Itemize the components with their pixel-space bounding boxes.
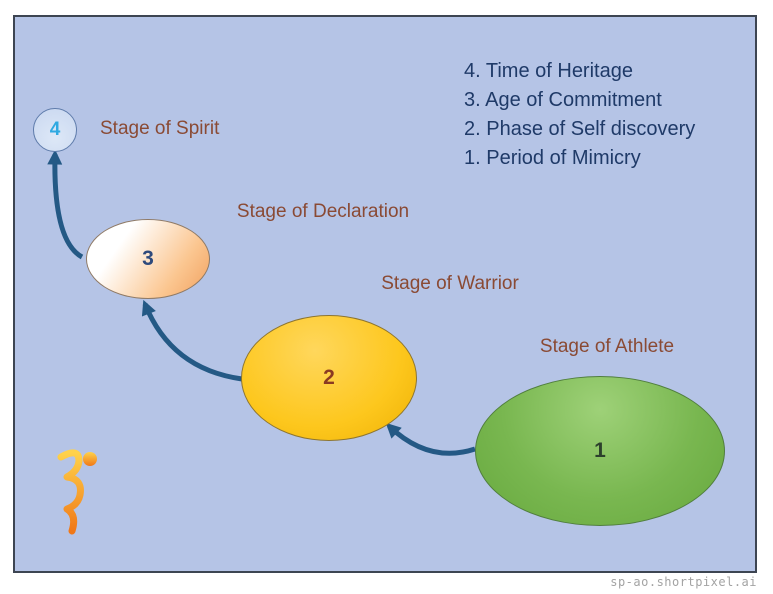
arrow-stage3-to-stage4: [47, 149, 84, 260]
legend: 4. Time of Heritage 3. Age of Commitment…: [464, 57, 695, 173]
stage-2-label: Stage of Warrior: [381, 273, 519, 294]
logo-figure-icon: [57, 449, 97, 535]
stage-1-node: 1: [475, 376, 725, 526]
logo-head-icon: [83, 452, 97, 466]
arrow-stage1-to-stage2: [385, 422, 476, 456]
stage-2-node: 2: [241, 315, 417, 441]
stage-4-node: 4: [33, 108, 77, 152]
stage-3-label: Stage of Declaration: [236, 201, 410, 222]
legend-item-2: 2. Phase of Self discovery: [464, 118, 696, 140]
stage-1-label: Stage of Athlete: [539, 336, 675, 357]
stage-4-label: Stage of Spirit: [100, 118, 220, 139]
stage-1-number: 1: [594, 439, 606, 462]
stage-3-number: 3: [142, 247, 154, 270]
diagram-canvas: 4. Time of Heritage 3. Age of Commitment…: [13, 15, 757, 573]
legend-item-4: 4. Time of Heritage: [464, 60, 633, 82]
stage-3-node: 3: [86, 219, 210, 299]
watermark: sp-ao.shortpixel.ai: [610, 575, 757, 589]
arrow-stage2-to-stage3: [141, 299, 243, 382]
legend-item-1: 1. Period of Mimicry: [464, 147, 641, 169]
stage-4-number: 4: [49, 119, 61, 140]
stage-2-number: 2: [323, 366, 335, 389]
logo-body-icon: [57, 449, 84, 535]
legend-item-3: 3. Age of Commitment: [464, 89, 662, 111]
